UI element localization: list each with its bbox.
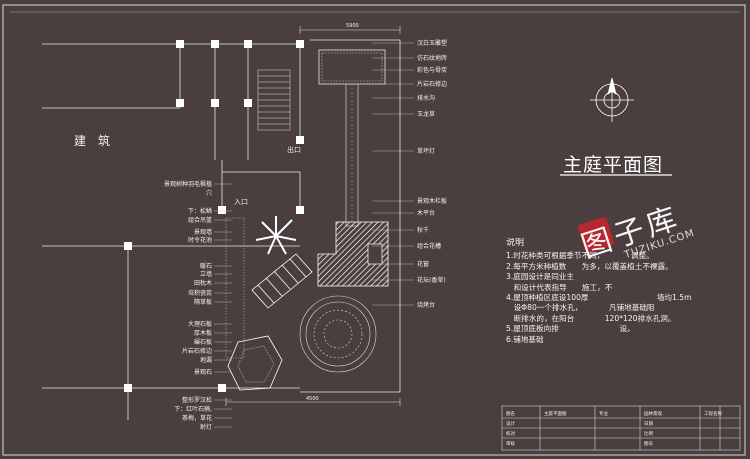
right-callout-label: 草坪灯 — [417, 147, 435, 155]
left-callout-label: 暖石 — [200, 262, 212, 270]
left-callout-label: 立墙 — [200, 270, 212, 278]
stairs — [257, 69, 291, 131]
left-callout-label: 隔草板 — [194, 298, 212, 306]
planting-strip — [225, 217, 245, 359]
left-callout-label: 下：松鳞 — [188, 207, 212, 215]
sheet-border — [2, 4, 746, 456]
bottom-dimension — [225, 398, 401, 406]
design-notes: 说明 1.时花种类可根据季节不同， 调整。 2.每平方米种植数 为多，以覆盖植土… — [506, 238, 738, 345]
note-line: 3.庭园设计是同业主 — [506, 272, 574, 282]
title-block-cell: 图号 — [644, 441, 653, 447]
left-callout-label: 田枕木 — [194, 279, 212, 287]
title-block-cell: 日期 — [644, 421, 653, 427]
exit-label: 出口 — [287, 145, 301, 154]
right-callout-label: 汉白玉雕塑 — [417, 39, 447, 47]
title-block-cell: 校对 — [506, 430, 515, 437]
right-callout-label: 组合花槽 — [417, 242, 441, 250]
right-callout-label: 片岩石修边 — [417, 80, 447, 88]
note-line: 2.每平方米种植数 为多，以覆盖植土不裸露。 — [506, 261, 673, 271]
building-label: 建 筑 — [74, 133, 110, 148]
hex-rock-bed — [227, 335, 283, 391]
right-callout-label: 木平台 — [417, 209, 435, 217]
left-callout-label: 穴 — [206, 189, 212, 197]
sculpture-pad — [321, 52, 383, 82]
note-line: 设Φ80一个排水孔， 凡铺地基础阻 — [506, 303, 655, 313]
left-callout-label: 培积瓷蕊 — [188, 289, 212, 297]
right-callout-label: 秋千 — [417, 226, 429, 234]
note-line: 断排水的，在阳台 120*120排水孔洞。 — [506, 313, 676, 323]
title-block-cell: 审核 — [506, 440, 515, 447]
right-callout-label: 仿石纹地砖 — [417, 54, 447, 62]
left-callout-label: 大理石板 — [188, 320, 212, 328]
title-block — [501, 405, 741, 451]
note-line: 6.铺地基础 — [506, 334, 544, 344]
left-callout-label: 厚木板 — [194, 329, 212, 337]
wood-deck — [317, 221, 389, 287]
left-callout-label: 组合吊篮 — [188, 216, 212, 224]
circular-paving — [299, 295, 377, 373]
dim-label-top: 5900 — [346, 23, 359, 29]
left-callout-label: 时令花池 — [188, 236, 212, 244]
right-callout-label: 玉龙草 — [417, 110, 435, 118]
title-block-cell: 比例 — [644, 430, 653, 437]
note-line: 4.屋顶种植区底设100厚 墙均1.5m — [506, 293, 692, 303]
right-callout-label: 排水沟 — [417, 94, 435, 102]
title-block-cell: 主庭平面图 — [544, 410, 567, 417]
title-block-cell: 专业 — [599, 410, 608, 417]
title-block-cell: 图名 — [506, 410, 515, 417]
left-callout-label: 整形罗汉松 — [182, 396, 212, 404]
note-line: 5.屋顶底板向排 设。 — [506, 324, 635, 334]
title-block-cell: 工程名称 — [704, 410, 722, 417]
drainage-channel — [345, 83, 359, 227]
hex-rock-inner — [237, 345, 275, 383]
left-callout-label: 景观石 — [194, 369, 212, 376]
left-callout-label: 片岩石修边 — [182, 347, 212, 355]
left-callout-label: 景观树种羽毛枫植 — [164, 180, 212, 188]
right-callout-label: 花坛(香草) — [417, 276, 446, 284]
entrance-label: 入口 — [234, 198, 248, 206]
title-block-cell: 设计 — [506, 420, 515, 427]
stepping-path — [251, 253, 313, 309]
left-callout-label: 景观墙 — [194, 228, 212, 236]
plan-title: 主庭平面图 — [563, 154, 664, 176]
feature-tree — [255, 216, 297, 255]
right-callout-label: 景观木栏板 — [417, 197, 447, 205]
swing — [367, 243, 383, 265]
left-callout-label: 下：红叶石楠, — [174, 405, 212, 413]
note-line: 1.时花种类可根据季节不同， 调整。 — [506, 251, 654, 261]
building-grid — [42, 43, 301, 420]
title-block-cell: 园林景观 — [644, 410, 662, 417]
left-callout-label: 射灯 — [200, 423, 212, 431]
notes-heading: 说明 — [506, 238, 525, 248]
garden-boundary — [300, 39, 401, 393]
right-callout-label: 彩色与骨炭 — [417, 66, 447, 74]
top-dimension — [299, 26, 401, 34]
left-callout-label: 地漏 — [200, 356, 212, 364]
note-line: 和设计代表指导 施工，不 — [506, 282, 613, 292]
right-callouts: 汉白玉雕塑仿石纹地砖彩色与骨炭片岩石修边排水沟玉龙草草坪灯景观木栏板木平台秋千组… — [372, 39, 447, 309]
dim-label-bottom: 4500 — [306, 396, 319, 402]
left-callouts: 景观树种羽毛枫植穴下：松鳞组合吊篮景观墙时令花池暖石立墙田枕木培积瓷蕊隔草板大理… — [164, 180, 232, 431]
right-callout-label: 花窗 — [417, 260, 429, 268]
left-callout-label: 茶梅，草花 — [182, 414, 212, 422]
columns — [124, 40, 304, 392]
left-callout-label: 碾石板 — [194, 338, 212, 346]
right-callout-label: 烧烤台 — [417, 301, 435, 309]
north-compass — [590, 77, 634, 122]
